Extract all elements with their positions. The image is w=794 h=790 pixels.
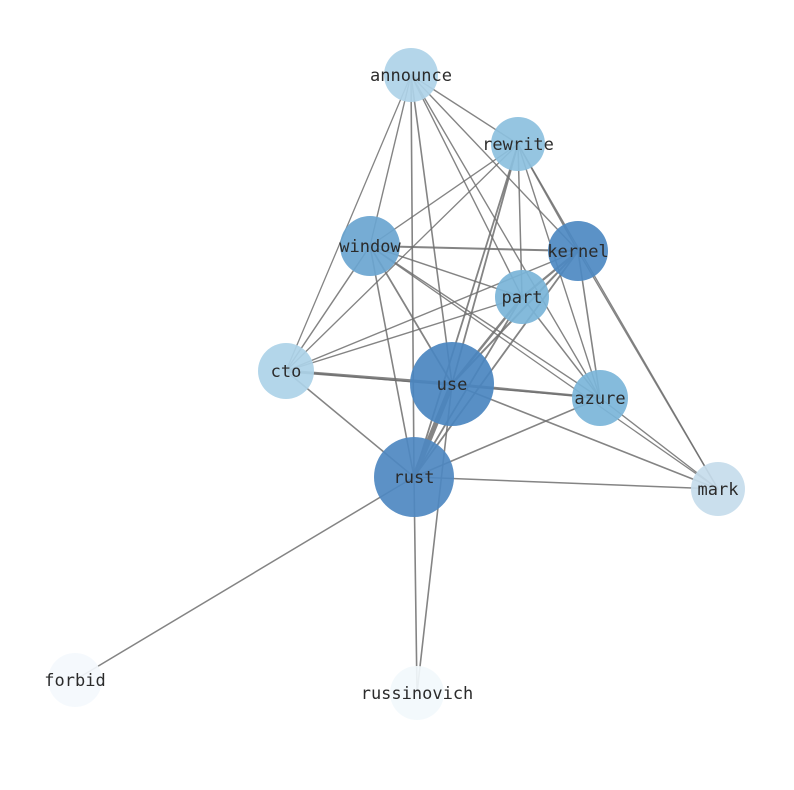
node-announce[interactable]: announce — [370, 48, 452, 102]
node-circle-rust[interactable] — [374, 437, 454, 517]
node-label-announce: announce — [370, 66, 452, 86]
node-mark[interactable]: mark — [691, 462, 745, 516]
nodes-layer: announce rewrite window kernel part cto use azu… — [44, 48, 745, 720]
node-use[interactable]: use — [410, 342, 494, 426]
edge-kernel-rust — [413, 250, 579, 478]
edge-window-mark — [369, 245, 719, 490]
node-azure[interactable]: azure — [572, 370, 628, 426]
node-circle-use[interactable] — [410, 342, 494, 426]
node-circle-mark[interactable] — [691, 462, 745, 516]
node-kernel[interactable]: kernel — [547, 221, 609, 281]
edge-kernel-mark — [577, 250, 719, 490]
node-circle-rewrite[interactable] — [491, 117, 545, 171]
node-label-use: use — [437, 375, 468, 395]
node-window[interactable]: window — [339, 216, 401, 276]
node-circle-russinovich[interactable] — [390, 666, 444, 720]
node-circle-kernel[interactable] — [548, 221, 608, 281]
node-rewrite[interactable]: rewrite — [482, 117, 554, 171]
node-label-window: window — [339, 237, 401, 257]
node-circle-forbid[interactable] — [48, 653, 102, 707]
edge-announce-cto — [285, 74, 412, 372]
node-circle-announce[interactable] — [384, 48, 438, 102]
node-label-russinovich: russinovich — [361, 684, 474, 704]
node-circle-cto[interactable] — [258, 343, 314, 399]
node-circle-window[interactable] — [340, 216, 400, 276]
node-circle-part[interactable] — [495, 270, 549, 324]
node-label-part: part — [502, 288, 543, 308]
node-part[interactable]: part — [495, 270, 549, 324]
node-label-cto: cto — [271, 362, 302, 382]
edge-kernel-cto — [285, 250, 579, 372]
edge-announce-part — [410, 74, 523, 298]
edge-announce-kernel — [410, 74, 579, 252]
node-rust[interactable]: rust — [374, 437, 454, 517]
edge-part-cto — [285, 296, 523, 372]
edge-window-kernel — [369, 245, 579, 252]
node-label-forbid: forbid — [44, 671, 105, 691]
node-circle-azure[interactable] — [572, 370, 628, 426]
edge-announce-azure — [410, 74, 601, 399]
node-russinovich[interactable]: russinovich — [361, 666, 474, 720]
edge-rewrite-rust — [413, 143, 519, 478]
node-label-azure: azure — [574, 389, 625, 409]
edge-rust-mark — [413, 476, 719, 490]
node-label-mark: mark — [698, 480, 739, 500]
edge-use-mark — [451, 383, 719, 490]
node-forbid[interactable]: forbid — [44, 653, 106, 707]
edge-window-azure — [369, 245, 601, 399]
node-label-rewrite: rewrite — [482, 135, 554, 155]
edge-use-russinovich — [416, 383, 453, 694]
node-label-kernel: kernel — [547, 242, 608, 262]
edge-rust-forbid — [74, 476, 415, 681]
node-label-rust: rust — [394, 468, 435, 488]
node-cto[interactable]: cto — [258, 343, 314, 399]
